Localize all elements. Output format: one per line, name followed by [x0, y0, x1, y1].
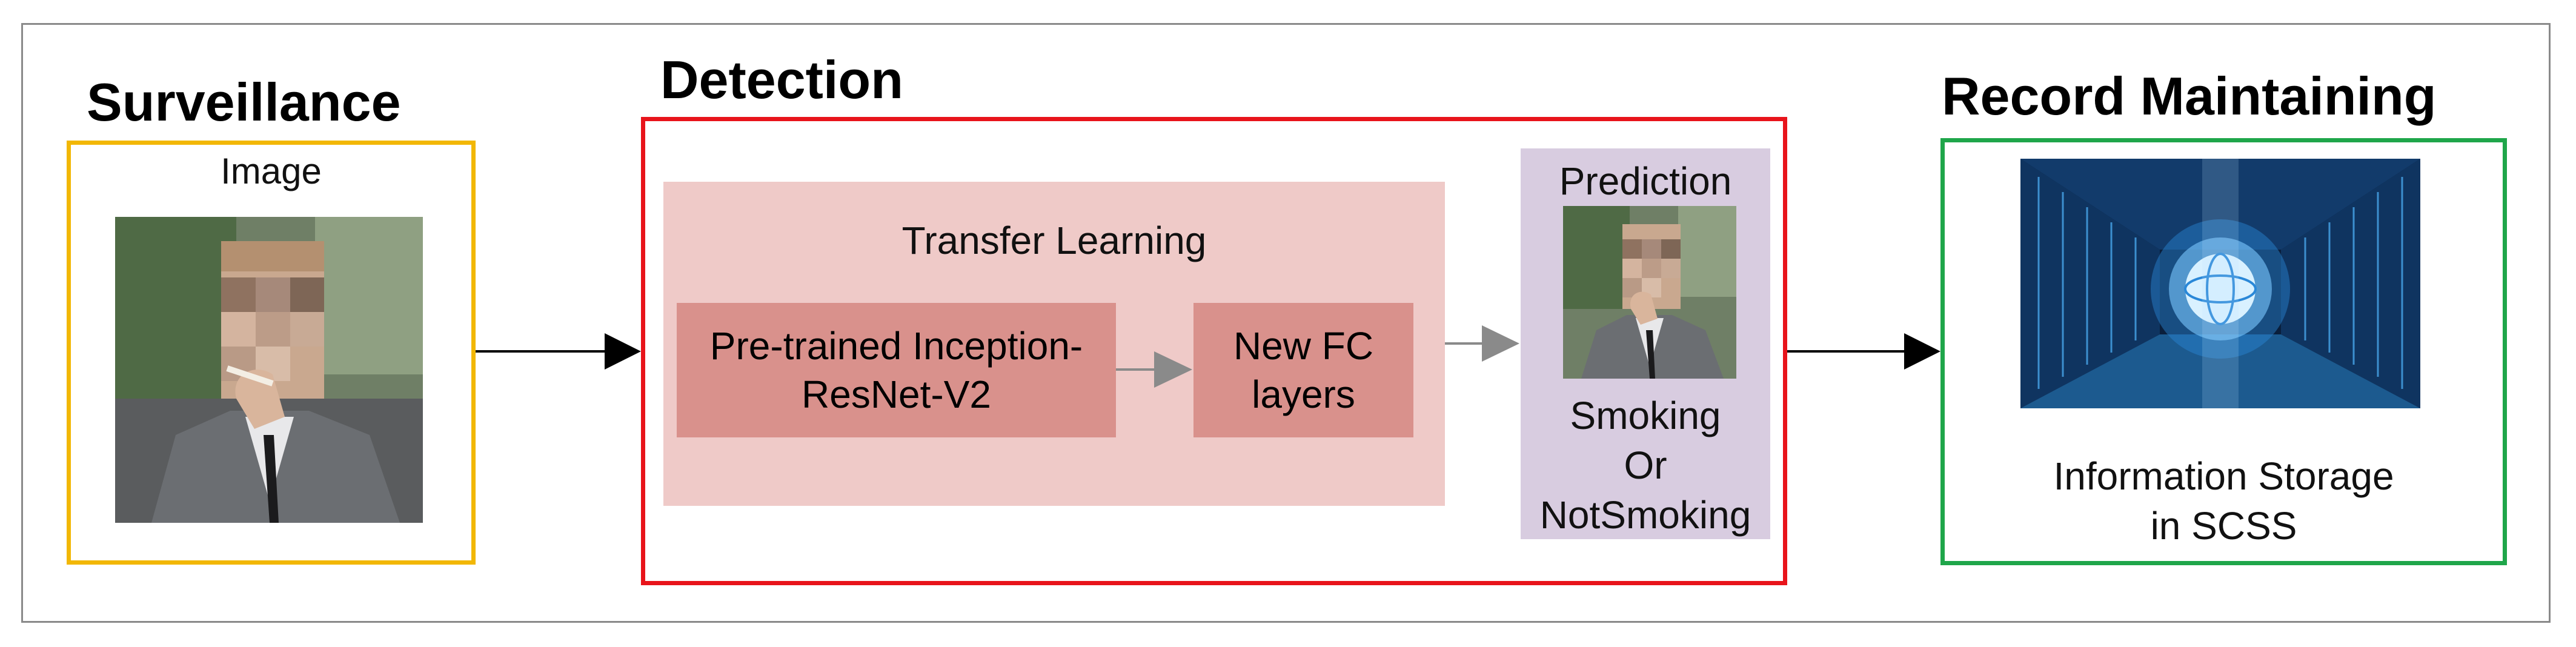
pretrained-line-1: Pre-trained Inception- — [709, 324, 1083, 368]
newfc-line-1: New FC — [1233, 324, 1374, 368]
pretrained-inception-resnet-box: Pre-trained Inception- ResNet-V2 — [677, 303, 1116, 437]
storage-text: Information Storage in SCSS — [1940, 451, 2507, 551]
transfer-learning-label: Transfer Learning — [901, 219, 1207, 262]
prediction-result-text: Smoking Or NotSmoking — [1521, 391, 1770, 540]
data-center-image — [2020, 159, 2420, 408]
new-fc-layers-box: New FC layers — [1193, 303, 1413, 437]
record-maintaining-box — [1940, 138, 2507, 565]
surveillance-photo — [115, 217, 423, 523]
storage-line-1: Information Storage — [2053, 454, 2394, 498]
diagram-frame — [21, 23, 2551, 623]
newfc-line-2: layers — [1252, 373, 1355, 416]
notsmoking-label: NotSmoking — [1539, 493, 1751, 537]
prediction-photo — [1563, 206, 1736, 379]
detection-title: Detection — [660, 50, 903, 110]
storage-line-2: in SCSS — [2150, 504, 2297, 548]
smoking-label: Smoking — [1570, 394, 1721, 437]
surveillance-title: Surveillance — [87, 72, 401, 132]
surveillance-box — [67, 141, 476, 565]
or-label: Or — [1624, 443, 1667, 487]
surveillance-image-label: Image — [221, 151, 322, 191]
detection-box — [641, 117, 1787, 585]
record-maintaining-title: Record Maintaining — [1942, 66, 2437, 126]
prediction-label: Prediction — [1559, 159, 1732, 203]
pretrained-line-2: ResNet-V2 — [802, 373, 991, 416]
